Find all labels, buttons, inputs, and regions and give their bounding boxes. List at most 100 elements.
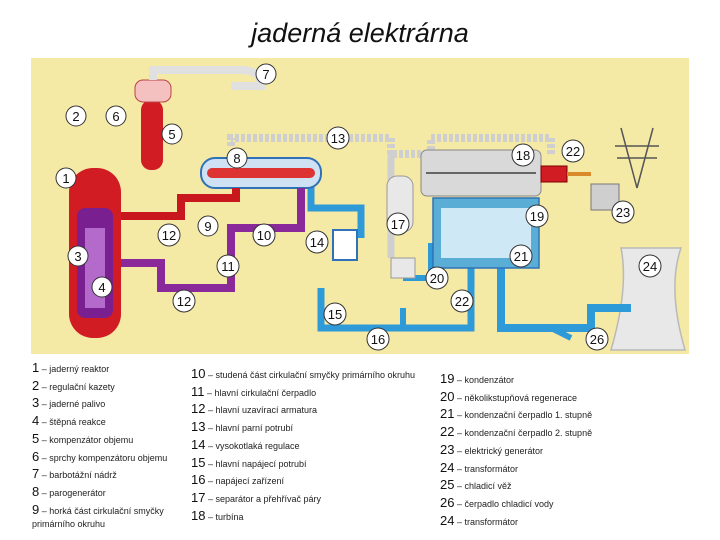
legend-number: 24 bbox=[440, 459, 455, 475]
legend-text: kompenzátor objemu bbox=[49, 434, 134, 445]
legend-text: parogenerátor bbox=[49, 487, 106, 498]
pressurizer bbox=[141, 100, 163, 170]
legend-text: čerpadlo chladicí vody bbox=[464, 498, 554, 509]
callout-6: 6 bbox=[105, 105, 127, 127]
callout-12b: 12 bbox=[172, 289, 196, 313]
callout-14: 14 bbox=[305, 230, 329, 254]
primary-cold-leg bbox=[116, 188, 305, 292]
legend-number: 25 bbox=[440, 477, 455, 493]
legend-item: 22 – kondenzační čerpadlo 2. stupně bbox=[440, 424, 593, 440]
legend-number: 8 bbox=[32, 483, 40, 499]
legend-item: 24 – transformátor bbox=[440, 459, 519, 475]
legend-item: 16 – napájecí zařízení bbox=[191, 472, 285, 488]
generator bbox=[540, 165, 568, 183]
callout-2: 2 bbox=[65, 105, 87, 127]
legend-number: 26 bbox=[440, 494, 455, 510]
legend-item: 15 – hlavní napájecí potrubí bbox=[191, 454, 307, 470]
legend-item: 1 – jaderný reaktor bbox=[32, 360, 110, 375]
legend-text: hlavní uzavírací armatura bbox=[215, 405, 318, 416]
callout-12a: 12 bbox=[157, 223, 181, 247]
legend-item: 20 – několikstupňová regenerace bbox=[440, 388, 578, 404]
callout-label: 20 bbox=[430, 271, 444, 286]
legend-number: 23 bbox=[440, 441, 455, 457]
legend-text: kondenzační čerpadlo 2. stupně bbox=[464, 428, 593, 439]
callout-label: 10 bbox=[257, 228, 271, 243]
legend-item: 19 – kondenzátor bbox=[440, 371, 515, 386]
callout-label: 14 bbox=[310, 235, 324, 250]
callout-label: 5 bbox=[168, 127, 175, 142]
callout-label: 11 bbox=[221, 259, 235, 274]
callout-label: 26 bbox=[590, 332, 604, 347]
legend-item: 14 – vysokotlaká regulace bbox=[191, 436, 300, 452]
feedwater-pipe bbox=[317, 258, 475, 332]
legend-number: 18 bbox=[191, 507, 206, 523]
legend-number: 9 bbox=[32, 501, 40, 517]
legend-number: 7 bbox=[32, 466, 40, 482]
legend-text: napájecí zařízení bbox=[215, 476, 285, 487]
legend-number: 5 bbox=[32, 430, 40, 446]
callout-11: 11 bbox=[216, 254, 240, 278]
legend-item: 11 – hlavní cirkulační čerpadlo bbox=[191, 383, 317, 399]
legend-number: 16 bbox=[191, 472, 206, 488]
legend-text: kondenzátor bbox=[464, 375, 515, 385]
legend-number: 1 bbox=[32, 360, 40, 375]
callout-7: 7 bbox=[255, 63, 277, 85]
legend-item: 7 – barbotážní nádrž bbox=[32, 466, 117, 482]
legend-text: turbína bbox=[215, 511, 244, 522]
legend-number: 24 bbox=[440, 512, 455, 528]
legend-text: hlavní cirkulační čerpadlo bbox=[214, 387, 317, 398]
callout-label: 16 bbox=[371, 332, 385, 347]
legend-number: 3 bbox=[32, 395, 40, 411]
legend-item: 17 – separátor a přehřívač páry bbox=[191, 489, 322, 505]
callout-label: 1 bbox=[62, 171, 69, 186]
legend-number: 21 bbox=[440, 406, 455, 422]
power-pylon bbox=[615, 127, 659, 189]
callout-1: 1 bbox=[55, 167, 77, 189]
power-plant-diagram: 7 2 6 5 13 8 18 22 1 23 19 9 17 12 10 14… bbox=[31, 58, 689, 354]
legend-item: 23 – elektrický generátor bbox=[440, 441, 544, 457]
legend-text: hlavní parní potrubí bbox=[215, 423, 294, 434]
callout-label: 7 bbox=[262, 67, 269, 82]
callout-label: 6 bbox=[112, 109, 119, 124]
legend-number: 13 bbox=[191, 419, 206, 435]
callout-label: 9 bbox=[204, 219, 211, 234]
callout-5: 5 bbox=[161, 123, 183, 145]
callout-label: 17 bbox=[391, 217, 405, 232]
legend-number: 6 bbox=[32, 448, 40, 464]
callout-18: 18 bbox=[511, 143, 535, 167]
legend-text: štěpná reakce bbox=[49, 417, 106, 428]
hp-regulation bbox=[332, 229, 358, 261]
callout-label: 18 bbox=[516, 148, 530, 163]
legend-text: transformátor bbox=[464, 463, 519, 474]
legend-item: 13 – hlavní parní potrubí bbox=[191, 419, 294, 435]
legend-number: 15 bbox=[191, 454, 206, 470]
legend-text: separátor a přehřívač páry bbox=[215, 493, 322, 504]
callout-19: 19 bbox=[525, 204, 549, 228]
cooling-tower bbox=[610, 247, 686, 351]
callout-label: 4 bbox=[98, 280, 105, 295]
legend-number: 2 bbox=[32, 377, 40, 393]
legend-text: jaderné palivo bbox=[49, 399, 106, 410]
legend-number: 11 bbox=[191, 383, 205, 399]
callouts: 7 2 6 5 13 8 18 22 1 23 19 9 17 12 10 14… bbox=[55, 63, 662, 351]
callout-label: 12 bbox=[162, 228, 176, 243]
legend-column-3: 19 – kondenzátor 20 – několikstupňová reg… bbox=[440, 371, 592, 530]
legend-number: 14 bbox=[191, 436, 206, 452]
legend-item: 18 – turbína bbox=[191, 507, 244, 523]
legend-text: chladicí věž bbox=[464, 481, 512, 492]
legend-number: 22 bbox=[440, 424, 455, 440]
callout-25: 24 bbox=[638, 254, 662, 278]
callout-label: 22 bbox=[455, 294, 469, 309]
relief-tank bbox=[134, 79, 172, 103]
legend-text: několikstupňová regenerace bbox=[464, 392, 578, 403]
legend-text: vysokotlaká regulace bbox=[215, 440, 300, 451]
page-title: jaderná elektrárna bbox=[251, 18, 469, 48]
legend-text: horká část cirkulační smyčky bbox=[49, 505, 164, 516]
legend-text: kondenzační čerpadlo 1. stupně bbox=[464, 410, 593, 421]
callout-label: 22 bbox=[566, 144, 580, 159]
callout-label: 21 bbox=[514, 249, 528, 264]
callout-label: 15 bbox=[328, 307, 342, 322]
legend-item: 25 – chladicí věž bbox=[440, 477, 512, 493]
legend-item: 4 – štěpná reakce bbox=[32, 413, 106, 429]
